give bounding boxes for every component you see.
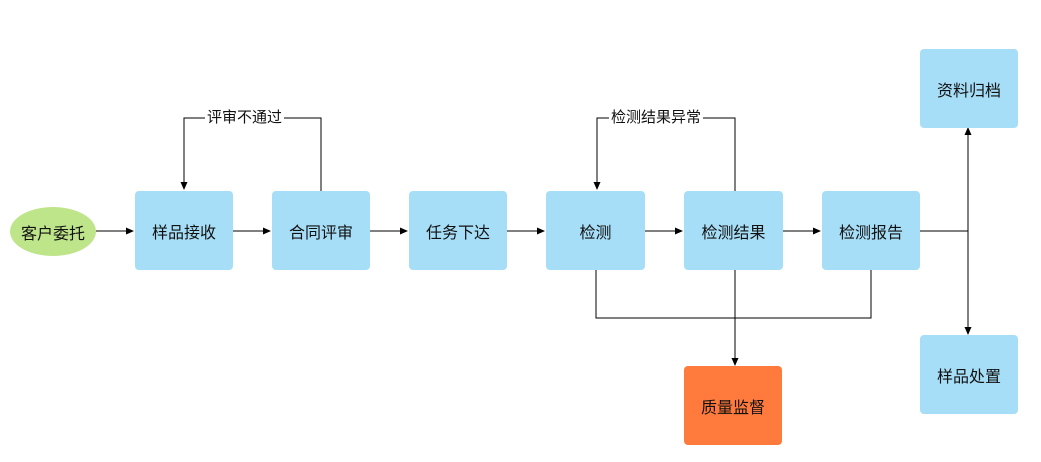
quality-supervision-node: 质量监督: [684, 366, 782, 445]
sample-receive-node: 样品接收: [135, 191, 233, 270]
test-report-node: 检测报告: [822, 191, 920, 270]
line-testing-to-supervision-bus: [595, 270, 872, 319]
contract-review-node: 合同评审: [272, 191, 370, 270]
testing-node: 检测: [546, 191, 645, 270]
archive-node: 资料归档: [920, 49, 1018, 128]
start-node: 客户委托: [10, 207, 96, 256]
testing-label: 检测: [579, 222, 612, 242]
test-result-label: 检测结果: [701, 222, 766, 242]
loop-review-failed: [180, 117, 322, 191]
archive-label: 资料归档: [936, 80, 1001, 100]
test-report-label: 检测报告: [838, 222, 903, 242]
result-abnormal-label: 检测结果异常: [609, 108, 704, 126]
start-label: 客户委托: [20, 223, 85, 243]
contract-review-label: 合同评审: [288, 222, 353, 242]
task-assign-label: 任务下达: [425, 222, 490, 242]
sample-disposal-label: 样品处置: [936, 366, 1001, 386]
review-failed-label: 评审不通过: [205, 108, 285, 126]
sample-receive-label: 样品接收: [151, 222, 216, 242]
test-result-node: 检测结果: [684, 191, 783, 270]
loop-result-abnormal: [593, 117, 736, 191]
quality-supervision-label: 质量监督: [700, 397, 765, 417]
sample-disposal-node: 样品处置: [920, 335, 1018, 414]
task-assign-node: 任务下达: [409, 191, 507, 270]
